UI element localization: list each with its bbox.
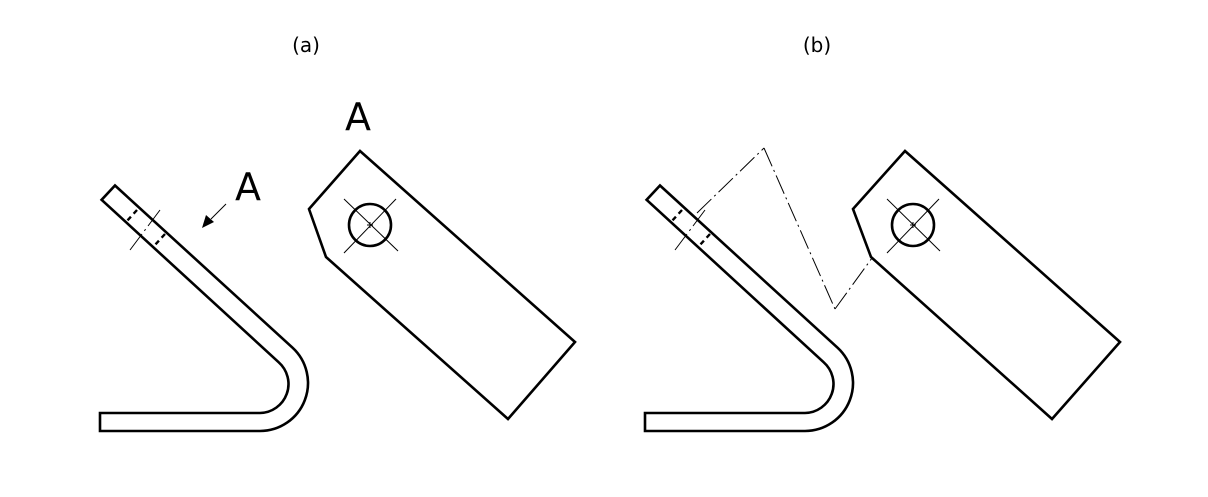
hole-circle-b xyxy=(890,202,936,248)
panel-a-label: (a) xyxy=(292,33,320,57)
hidden-hole-lines-a xyxy=(125,209,166,247)
view-arrow-a xyxy=(202,203,227,228)
bracket-side-view-b xyxy=(643,183,855,433)
panel-b: (b) xyxy=(643,33,1122,433)
hole-circle-a xyxy=(347,202,393,248)
hole-center-marks-a xyxy=(343,198,399,254)
auxiliary-view-tab-b xyxy=(851,149,1122,421)
hole-center-line-side-a xyxy=(129,209,161,251)
bracket-side-view-a xyxy=(98,183,310,433)
panel-a: (a) A A xyxy=(98,33,577,433)
hole-center-line-side-b xyxy=(674,209,706,251)
view-arrow-letter: A xyxy=(235,165,261,209)
panel-b-label: (b) xyxy=(803,33,831,57)
projection-phantom-lines xyxy=(696,147,873,310)
hidden-hole-lines-b xyxy=(670,209,711,247)
auxiliary-view-tab-a xyxy=(307,149,577,421)
view-title-letter: A xyxy=(345,95,371,139)
hole-center-marks-b xyxy=(886,198,941,254)
